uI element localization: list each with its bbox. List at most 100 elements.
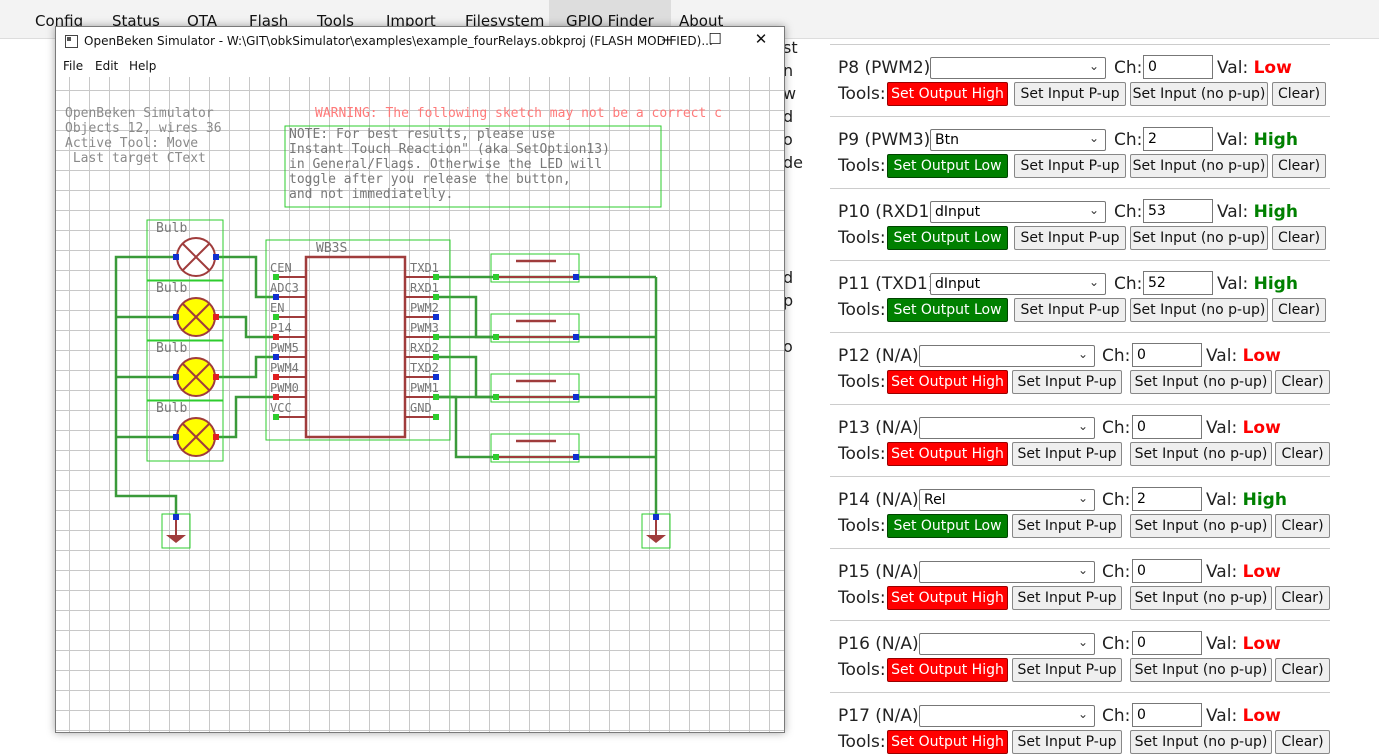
set-input-pullup-button[interactable]: Set Input P-up <box>1014 154 1126 178</box>
channel-label: Ch: <box>1102 346 1131 366</box>
bulb-2[interactable]: Bulb <box>146 279 224 342</box>
menu-edit[interactable]: Edit <box>95 59 119 73</box>
channel-input[interactable]: 53 <box>1143 199 1213 223</box>
switch-4[interactable] <box>490 433 580 463</box>
channel-label: Ch: <box>1102 634 1131 654</box>
role-select[interactable]: Btn⌄ <box>930 129 1106 151</box>
role-select[interactable]: dInput⌄ <box>930 201 1106 223</box>
minimize-icon[interactable]: — <box>661 30 677 48</box>
channel-input[interactable]: 52 <box>1143 271 1213 295</box>
channel-input[interactable]: 0 <box>1132 415 1202 439</box>
menu-file[interactable]: File <box>63 59 84 73</box>
set-input-pullup-button[interactable]: Set Input P-up <box>1014 226 1126 250</box>
note-box[interactable] <box>284 125 662 208</box>
set-input-pullup-button[interactable]: Set Input P-up <box>1012 658 1122 682</box>
set-input-no-pullup-button[interactable]: Set Input (no p-up) <box>1130 514 1272 538</box>
role-select[interactable]: Rel⌄ <box>919 489 1095 511</box>
role-select[interactable]: ⌄ <box>919 561 1095 583</box>
set-output-high-button[interactable]: Set Output High <box>887 442 1008 466</box>
set-output-high-button[interactable]: Set Output High <box>887 586 1008 610</box>
clear-button[interactable]: Clear) <box>1272 226 1326 250</box>
set-output-low-button[interactable]: Set Output Low <box>887 298 1008 322</box>
bulb-3[interactable]: Bulb <box>146 339 224 402</box>
channel-input[interactable]: 0 <box>1132 703 1202 727</box>
channel-input[interactable]: 2 <box>1143 127 1213 151</box>
tab-about[interactable]: About <box>679 12 724 30</box>
tab-status[interactable]: Status <box>112 12 160 30</box>
channel-input[interactable]: 2 <box>1132 487 1202 511</box>
set-input-no-pullup-button[interactable]: Set Input (no p-up) <box>1130 658 1272 682</box>
value-label: Val: <box>1206 418 1243 438</box>
tab-import[interactable]: Import <box>386 12 436 30</box>
role-select[interactable]: ⌄ <box>919 705 1095 727</box>
set-output-low-button[interactable]: Set Output Low <box>887 154 1008 178</box>
tab-ota[interactable]: OTA <box>187 12 218 30</box>
set-input-no-pullup-button[interactable]: Set Input (no p-up) <box>1130 82 1268 106</box>
set-output-high-button[interactable]: Set Output High <box>887 658 1008 682</box>
set-input-no-pullup-button[interactable]: Set Input (no p-up) <box>1130 370 1272 394</box>
close-icon[interactable]: ✕ <box>754 30 768 48</box>
role-select[interactable]: ⌄ <box>930 57 1106 79</box>
ground-1[interactable] <box>161 513 191 549</box>
set-input-pullup-button[interactable]: Set Input P-up <box>1014 298 1126 322</box>
clear-button[interactable]: Clear) <box>1272 82 1326 106</box>
set-input-no-pullup-button[interactable]: Set Input (no p-up) <box>1130 154 1268 178</box>
set-input-no-pullup-button[interactable]: Set Input (no p-up) <box>1130 586 1272 610</box>
bg-text-fragment: o <box>783 130 793 149</box>
value-indicator: Val: Low <box>1206 634 1281 654</box>
gpio-pin-label: P9 (PWM3) <box>838 130 931 150</box>
set-input-pullup-button[interactable]: Set Input P-up <box>1012 514 1122 538</box>
bulb-1[interactable]: Bulb <box>146 219 224 282</box>
clear-button[interactable]: Clear) <box>1275 514 1330 538</box>
switch-1[interactable] <box>490 253 580 283</box>
set-output-high-button[interactable]: Set Output High <box>887 730 1008 754</box>
set-input-pullup-button[interactable]: Set Input P-up <box>1012 370 1122 394</box>
clear-button[interactable]: Clear) <box>1275 442 1330 466</box>
role-select[interactable]: ⌄ <box>919 633 1095 655</box>
set-output-low-button[interactable]: Set Output Low <box>887 226 1008 250</box>
switch-2[interactable] <box>490 313 580 343</box>
set-input-pullup-button[interactable]: Set Input P-up <box>1012 730 1122 754</box>
set-output-high-button[interactable]: Set Output High <box>887 370 1008 394</box>
tab-config[interactable]: Config <box>35 12 84 30</box>
clear-button[interactable]: Clear) <box>1275 586 1330 610</box>
chip-pin-label: RXD1 <box>410 281 439 295</box>
schematic-svg[interactable]: OpenBeken Simulator Objects 12, wires 36… <box>56 77 784 732</box>
role-select[interactable]: ⌄ <box>919 345 1095 367</box>
maximize-icon[interactable]: ☐ <box>708 30 722 48</box>
tab-flash[interactable]: Flash <box>249 12 289 30</box>
chevron-down-icon: ⌄ <box>1088 131 1099 145</box>
set-input-pullup-button[interactable]: Set Input P-up <box>1012 586 1122 610</box>
clear-button[interactable]: Clear) <box>1275 370 1330 394</box>
set-input-no-pullup-button[interactable]: Set Input (no p-up) <box>1130 730 1272 754</box>
clear-button[interactable]: Clear) <box>1275 730 1330 754</box>
chevron-down-icon: ⌄ <box>1088 275 1099 289</box>
set-input-pullup-button[interactable]: Set Input P-up <box>1012 442 1122 466</box>
channel-input[interactable]: 0 <box>1143 55 1213 79</box>
role-select[interactable]: dInput⌄ <box>930 273 1106 295</box>
simulator-window[interactable]: OpenBeken Simulator - W:\GIT\obkSimulato… <box>55 26 785 733</box>
set-output-high-button[interactable]: Set Output High <box>887 82 1008 106</box>
set-input-no-pullup-button[interactable]: Set Input (no p-up) <box>1130 226 1268 250</box>
schematic-canvas[interactable]: OpenBeken Simulator Objects 12, wires 36… <box>56 77 784 732</box>
channel-input[interactable]: 0 <box>1132 559 1202 583</box>
set-input-no-pullup-button[interactable]: Set Input (no p-up) <box>1130 442 1272 466</box>
bulb-4[interactable]: Bulb <box>146 399 224 462</box>
channel-input[interactable]: 0 <box>1132 343 1202 367</box>
tab-filesystem[interactable]: Filesystem <box>465 12 545 30</box>
clear-button[interactable]: Clear) <box>1275 658 1330 682</box>
clear-button[interactable]: Clear) <box>1272 154 1326 178</box>
wb3s-chip[interactable]: WB3S CEN ADC3 EN P14 PWM5 PWM4 <box>265 239 451 441</box>
tab-tools[interactable]: Tools <box>317 12 354 30</box>
value-indicator: Val: Low <box>1206 562 1281 582</box>
menu-help[interactable]: Help <box>129 59 157 73</box>
clear-button[interactable]: Clear) <box>1272 298 1326 322</box>
set-output-low-button[interactable]: Set Output Low <box>887 514 1008 538</box>
window-titlebar[interactable]: OpenBeken Simulator - W:\GIT\obkSimulato… <box>56 27 784 55</box>
set-input-no-pullup-button[interactable]: Set Input (no p-up) <box>1130 298 1268 322</box>
set-input-pullup-button[interactable]: Set Input P-up <box>1014 82 1126 106</box>
channel-input[interactable]: 0 <box>1132 631 1202 655</box>
ground-2[interactable] <box>641 513 671 549</box>
switch-3[interactable] <box>490 373 580 403</box>
role-select[interactable]: ⌄ <box>919 417 1095 439</box>
